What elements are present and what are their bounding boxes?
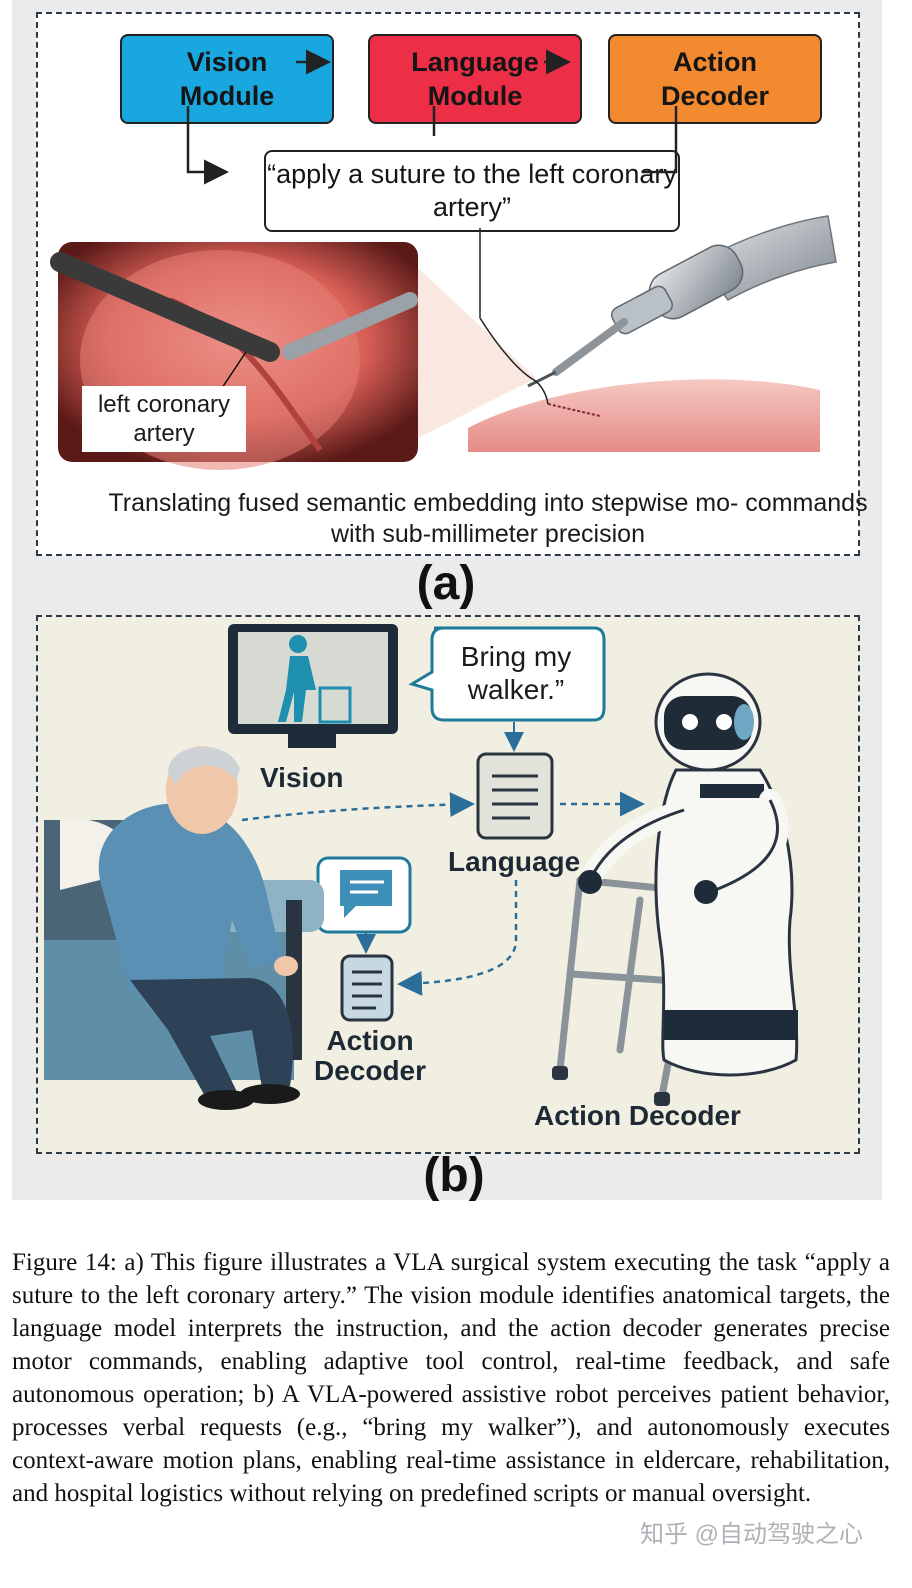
robotic-arm-illustration xyxy=(479,215,837,405)
vision-module-label: Vision Module xyxy=(179,47,275,111)
action-decoder-label-large: Action Decoder xyxy=(534,1100,741,1131)
instruction-text: “apply a suture to the left coronary art… xyxy=(267,159,677,222)
arrow-vision-to-language-b xyxy=(241,792,475,822)
action-decoder-label: Action Decoder xyxy=(660,47,770,111)
chat-icon xyxy=(316,856,412,934)
elderly-man-illustration xyxy=(98,746,300,1110)
language-module-label: Language Module xyxy=(411,47,539,111)
language-label: Language xyxy=(448,846,581,877)
monitor-icon xyxy=(228,624,398,748)
surgical-label: left coronary artery xyxy=(82,386,246,452)
watermark-text: 知乎 @自动驾驶之心 xyxy=(640,1521,864,1548)
vision-module-box: Vision Module xyxy=(120,34,334,124)
action-decoder-label-small: Action Decoder xyxy=(313,1025,427,1086)
panel-a-caption: Translating fused semantic embedding int… xyxy=(108,489,868,548)
instruction-box: “apply a suture to the left coronary art… xyxy=(264,150,680,232)
speech-bubble xyxy=(408,626,606,722)
suture-incision xyxy=(547,403,601,417)
robot-illustration xyxy=(578,672,799,1077)
panel-a-letter: (a) xyxy=(416,557,476,610)
action-decoder-box: Action Decoder xyxy=(608,34,822,124)
zoom-cone xyxy=(418,268,536,438)
walker-feet xyxy=(552,1066,670,1106)
connector-action-to-instruction xyxy=(642,106,678,174)
language-module-box: Language Module xyxy=(368,34,582,124)
panel-b-graphics xyxy=(44,624,799,1110)
skin-surface xyxy=(468,379,820,452)
speech-bubble-text: Bring my walker.” xyxy=(460,641,572,705)
figure-caption: Figure 14: a) This figure illustrates a … xyxy=(12,1249,890,1507)
arrow-vision-to-instruction xyxy=(186,106,229,185)
panel-b-letter: (b) xyxy=(423,1149,485,1202)
language-document-icon xyxy=(476,752,554,840)
vision-label: Vision xyxy=(260,762,344,793)
arrow-language-to-decoder xyxy=(397,880,518,996)
surgical-label-text: left coronary artery xyxy=(97,391,231,447)
decoder-document-icon xyxy=(340,954,394,1022)
